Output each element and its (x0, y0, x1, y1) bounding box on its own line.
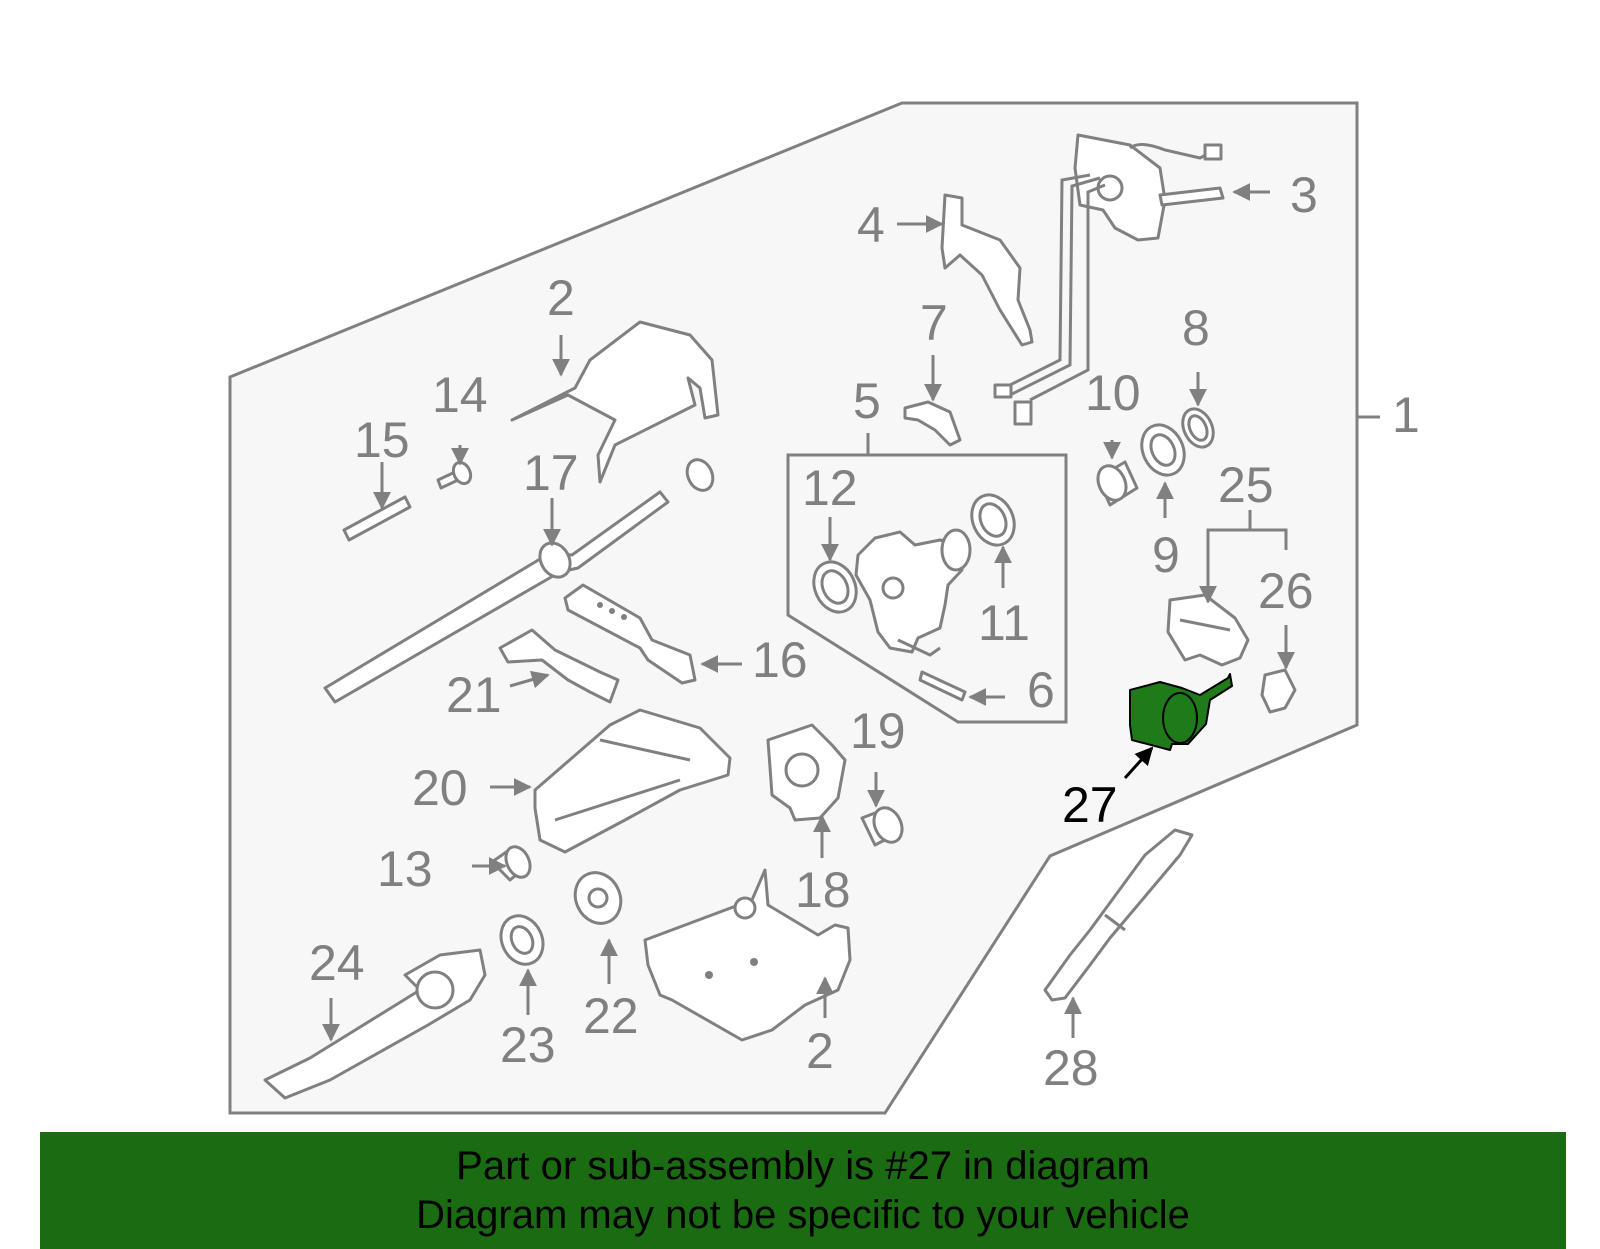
part-11-ring (970, 493, 1016, 547)
label-28: 28 (1043, 1040, 1099, 1096)
label-19: 19 (850, 703, 906, 759)
label-26: 26 (1258, 563, 1314, 619)
label-27: 27 (1062, 777, 1118, 833)
part-20-tilt-assembly (533, 708, 732, 854)
part-2-upper-cover (510, 320, 720, 484)
part-14-screw (436, 460, 473, 490)
label-12: 12 (802, 460, 858, 516)
label-7: 7 (920, 295, 948, 351)
part-28-lower-shaft (1043, 828, 1194, 1002)
part-8-washer (1181, 407, 1215, 449)
label-17: 17 (523, 445, 579, 501)
part-9-bearing (1140, 423, 1186, 477)
part-16-bracket (563, 583, 697, 685)
label-2-upper: 2 (547, 270, 575, 326)
leader-arrows (322, 183, 1295, 1042)
part-6-pin (918, 670, 967, 702)
label-6: 6 (1027, 662, 1055, 718)
label-23: 23 (500, 1017, 556, 1073)
label-24: 24 (309, 935, 365, 991)
label-18: 18 (795, 862, 851, 918)
part-7-clip (903, 400, 962, 447)
label-20: 20 (412, 760, 468, 816)
banner-line-2: Diagram may not be specific to your vehi… (416, 1192, 1190, 1237)
part-26 (1260, 668, 1297, 714)
label-25: 25 (1218, 457, 1274, 513)
label-15: 15 (354, 412, 410, 468)
part-5-lock-housing (854, 528, 972, 657)
part-4-bracket (940, 193, 1034, 347)
label-13: 13 (377, 841, 433, 897)
part-21-clip (498, 628, 620, 704)
part-12-ring (812, 560, 858, 614)
part-25-lock-cylinder (1166, 593, 1250, 667)
part-17-shaft (323, 490, 670, 704)
part-19-bushing (860, 806, 904, 847)
label-3: 3 (1290, 167, 1318, 223)
label-11: 11 (978, 595, 1030, 651)
label-22: 22 (583, 988, 639, 1044)
callout-labels: 1 2 3 4 5 6 7 8 9 10 11 12 13 14 15 16 1… (309, 167, 1420, 1096)
label-5: 5 (853, 373, 881, 429)
part-3-switch (993, 133, 1225, 426)
part-23-ring (499, 914, 545, 966)
label-8: 8 (1182, 300, 1210, 356)
part-13-bushing (490, 845, 532, 882)
part-10-bushing (1096, 460, 1139, 507)
label-10: 10 (1085, 365, 1141, 421)
part-22-clamp (573, 871, 623, 925)
label-4: 4 (857, 197, 885, 253)
subassembly-5-box (786, 453, 1068, 724)
part-2-lower-cover (643, 868, 852, 1042)
label-9: 9 (1152, 527, 1180, 583)
part-bushing-upper (685, 458, 715, 492)
banner-line-1: Part or sub-assembly is #27 in diagram (456, 1143, 1150, 1188)
label-2-lower: 2 (806, 1023, 834, 1079)
part-24-intermediate-shaft (263, 948, 487, 1100)
part-27-highlighted (1129, 673, 1233, 751)
label-1: 1 (1392, 387, 1420, 443)
part-18-plate (766, 723, 847, 822)
info-banner: Part or sub-assembly is #27 in diagram D… (40, 1132, 1566, 1249)
label-14: 14 (432, 367, 488, 423)
label-16: 16 (752, 632, 808, 688)
label-21: 21 (446, 667, 502, 723)
